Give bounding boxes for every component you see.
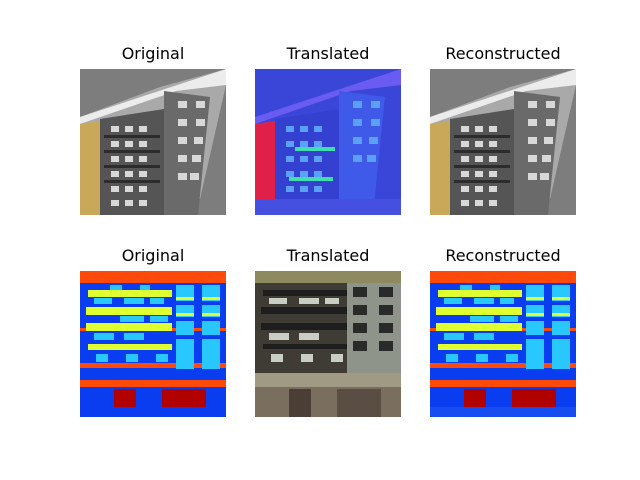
reconstructed-building-photo (430, 69, 576, 215)
panel-title: Translated (286, 44, 370, 63)
panel-title: Translated (286, 246, 370, 265)
label-map (80, 271, 226, 417)
building-photo (80, 69, 226, 215)
panel-title: Original (121, 44, 185, 63)
panel-title: Reconstructed (445, 44, 561, 63)
panel-title: Original (121, 246, 185, 265)
panel-title: Reconstructed (445, 246, 561, 265)
generated-building-photo (255, 271, 401, 417)
translated-label-map (255, 69, 401, 215)
reconstructed-label-map (430, 271, 576, 417)
